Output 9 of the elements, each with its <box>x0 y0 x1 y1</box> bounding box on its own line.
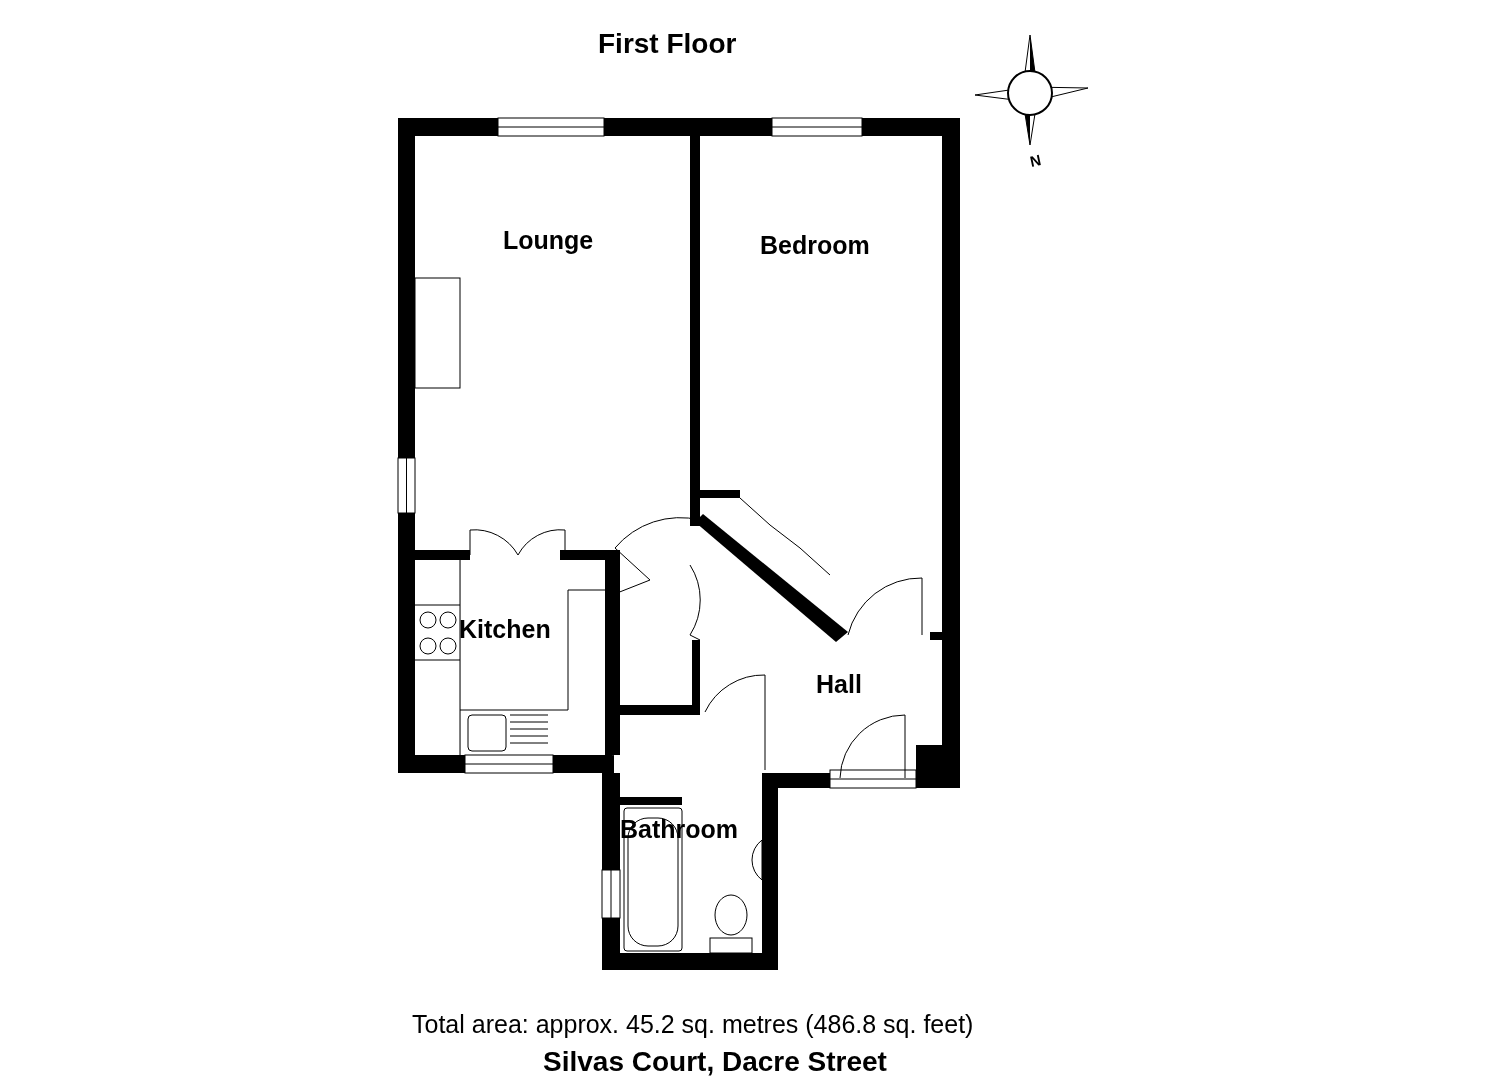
room-label: Lounge <box>503 226 594 255</box>
room-label: Bedroom <box>760 231 870 260</box>
address-text: Silvas Court, Dacre Street <box>543 1046 887 1078</box>
room-label: Bathroom <box>620 815 739 844</box>
room-label: Hall <box>816 670 862 699</box>
area-caption: Total area: approx. 45.2 sq. metres (486.8 sq. feet) <box>412 1010 974 1039</box>
room-label: Kitchen <box>459 615 551 644</box>
north-label: N <box>1028 151 1043 170</box>
plan-title: First Floor <box>598 28 737 60</box>
